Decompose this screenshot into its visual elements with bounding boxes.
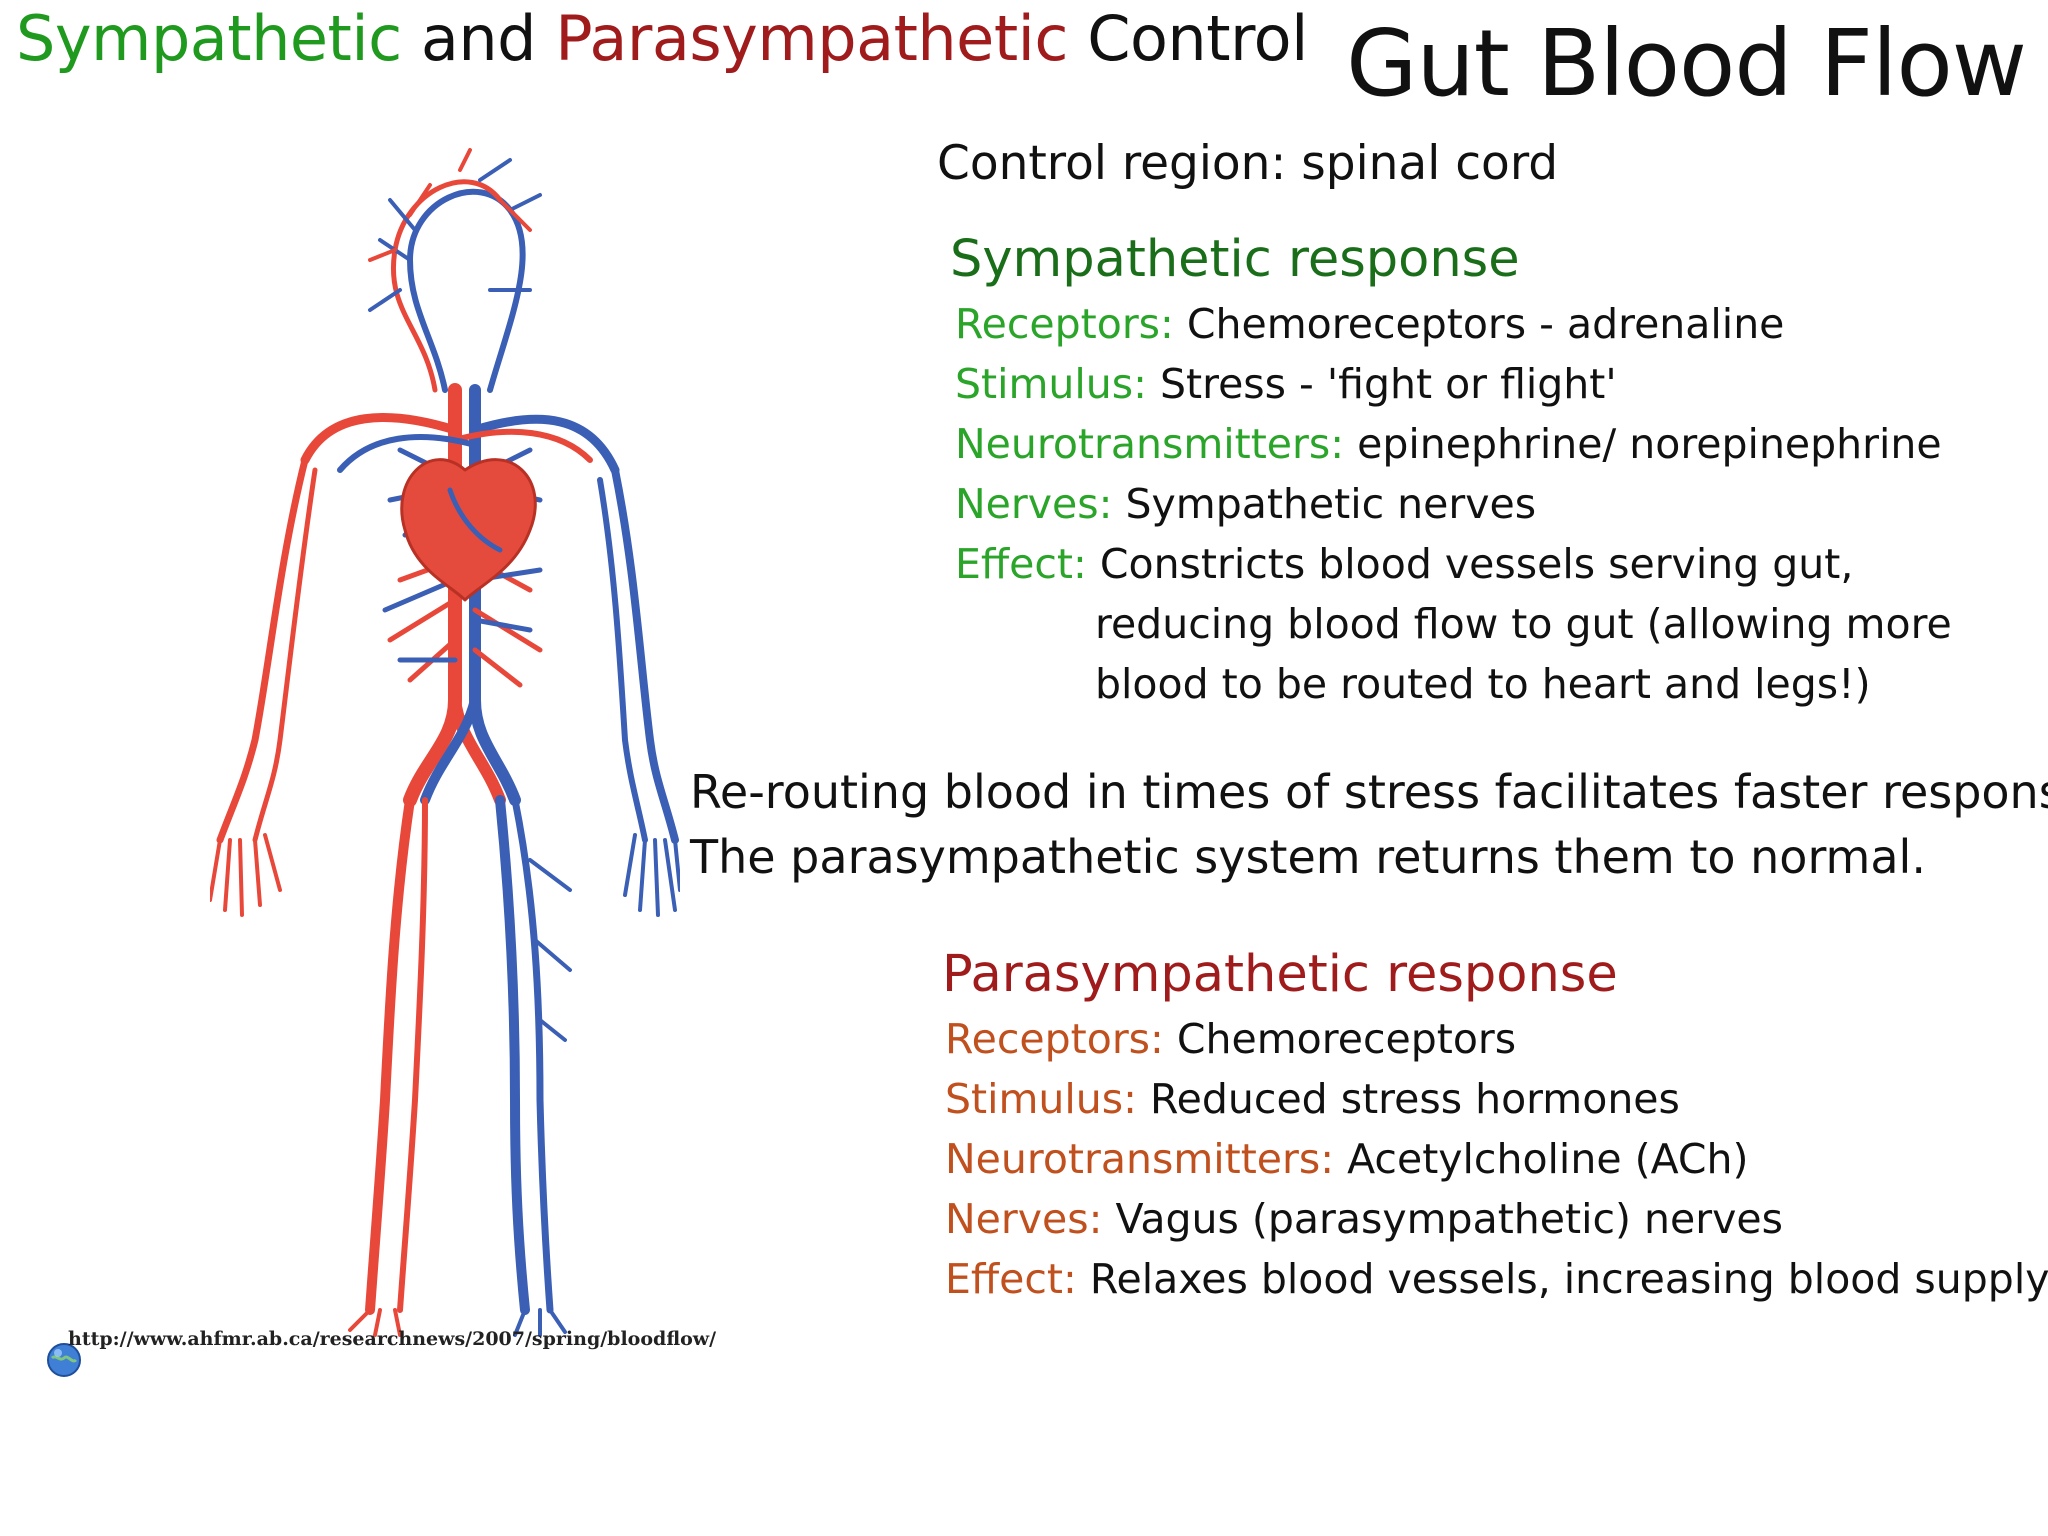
item-value: Acetylcholine (ACh) — [1347, 1135, 1749, 1183]
sympathetic-receptors-item: Receptors: Chemoreceptors - adrenaline — [955, 300, 1784, 349]
item-value: Relaxes blood vessels, increasing blood … — [1089, 1255, 2048, 1303]
item-value: epinephrine/ norepinephrine — [1357, 420, 1942, 468]
rerouting-note: Re-routing blood in times of stress faci… — [690, 765, 2048, 819]
slide-header: Sympathetic and Parasympathetic Control — [16, 2, 1308, 75]
item-value: Stress - 'fight or flight' — [1160, 360, 1617, 408]
sympathetic-heading: Sympathetic response — [950, 230, 1520, 289]
sympathetic-neurotransmitters-item: Neurotransmitters: epinephrine/ norepine… — [955, 420, 1942, 469]
item-label: Neurotransmitters: — [945, 1135, 1335, 1183]
parasympathetic-heading: Parasympathetic response — [942, 945, 1618, 1004]
item-label: Stimulus: — [945, 1075, 1137, 1123]
item-label: Nerves: — [955, 480, 1113, 528]
heart-icon — [400, 458, 537, 602]
item-label: Neurotransmitters: — [955, 420, 1345, 468]
rerouting-note: The parasympathetic system returns them … — [690, 830, 1926, 884]
item-value: Sympathetic nerves — [1125, 480, 1537, 528]
left-leg-vessels — [348, 795, 428, 1337]
parasympathetic-effect-item: Effect: Relaxes blood vessels, increasin… — [945, 1255, 2048, 1304]
item-value: Vagus (parasympathetic) nerves — [1115, 1195, 1783, 1243]
header-parasympathetic-word: Parasympathetic — [555, 2, 1068, 75]
globe-icon — [47, 1343, 81, 1377]
item-value: Constricts blood vessels serving gut, — [1099, 540, 1854, 588]
page-title: Gut Blood Flow — [1346, 10, 2027, 117]
parasympathetic-nerves-item: Nerves: Vagus (parasympathetic) nerves — [945, 1195, 1783, 1244]
right-arm-vessels — [597, 466, 680, 917]
source-link[interactable]: http://www.ahfmr.ab.ca/researchnews/2007… — [68, 1328, 717, 1350]
sympathetic-stimulus-item: Stimulus: Stress - 'fight or flight' — [955, 360, 1617, 409]
sympathetic-effect-continuation: blood to be routed to heart and legs!) — [1095, 660, 1871, 708]
item-label: Stimulus: — [955, 360, 1147, 408]
sympathetic-effect-item: Effect: Constricts blood vessels serving… — [955, 540, 1853, 589]
item-label: Effect: — [955, 540, 1087, 588]
item-label: Effect: — [945, 1255, 1077, 1303]
control-region-text: Control region: spinal cord — [937, 136, 1559, 191]
item-value: Chemoreceptors — [1176, 1015, 1517, 1063]
header-control-word: Control — [1087, 2, 1308, 75]
item-label: Receptors: — [955, 300, 1174, 348]
head-vessels — [368, 148, 542, 393]
item-value: Reduced stress hormones — [1150, 1075, 1680, 1123]
left-arm-vessels — [210, 456, 318, 917]
item-value: Chemoreceptors - adrenaline — [1186, 300, 1785, 348]
circulatory-system-illustration — [210, 148, 680, 1337]
parasympathetic-neurotransmitters-item: Neurotransmitters: Acetylcholine (ACh) — [945, 1135, 1749, 1184]
sympathetic-nerves-item: Nerves: Sympathetic nerves — [955, 480, 1536, 529]
parasympathetic-receptors-item: Receptors: Chemoreceptors — [945, 1015, 1516, 1064]
header-and-word: and — [420, 2, 537, 75]
header-sympathetic-word: Sympathetic — [16, 2, 402, 75]
sympathetic-effect-continuation: reducing blood flow to gut (allowing mor… — [1095, 600, 1952, 648]
right-leg-vessels — [495, 795, 572, 1337]
item-label: Nerves: — [945, 1195, 1103, 1243]
parasympathetic-stimulus-item: Stimulus: Reduced stress hormones — [945, 1075, 1680, 1124]
item-label: Receptors: — [945, 1015, 1164, 1063]
